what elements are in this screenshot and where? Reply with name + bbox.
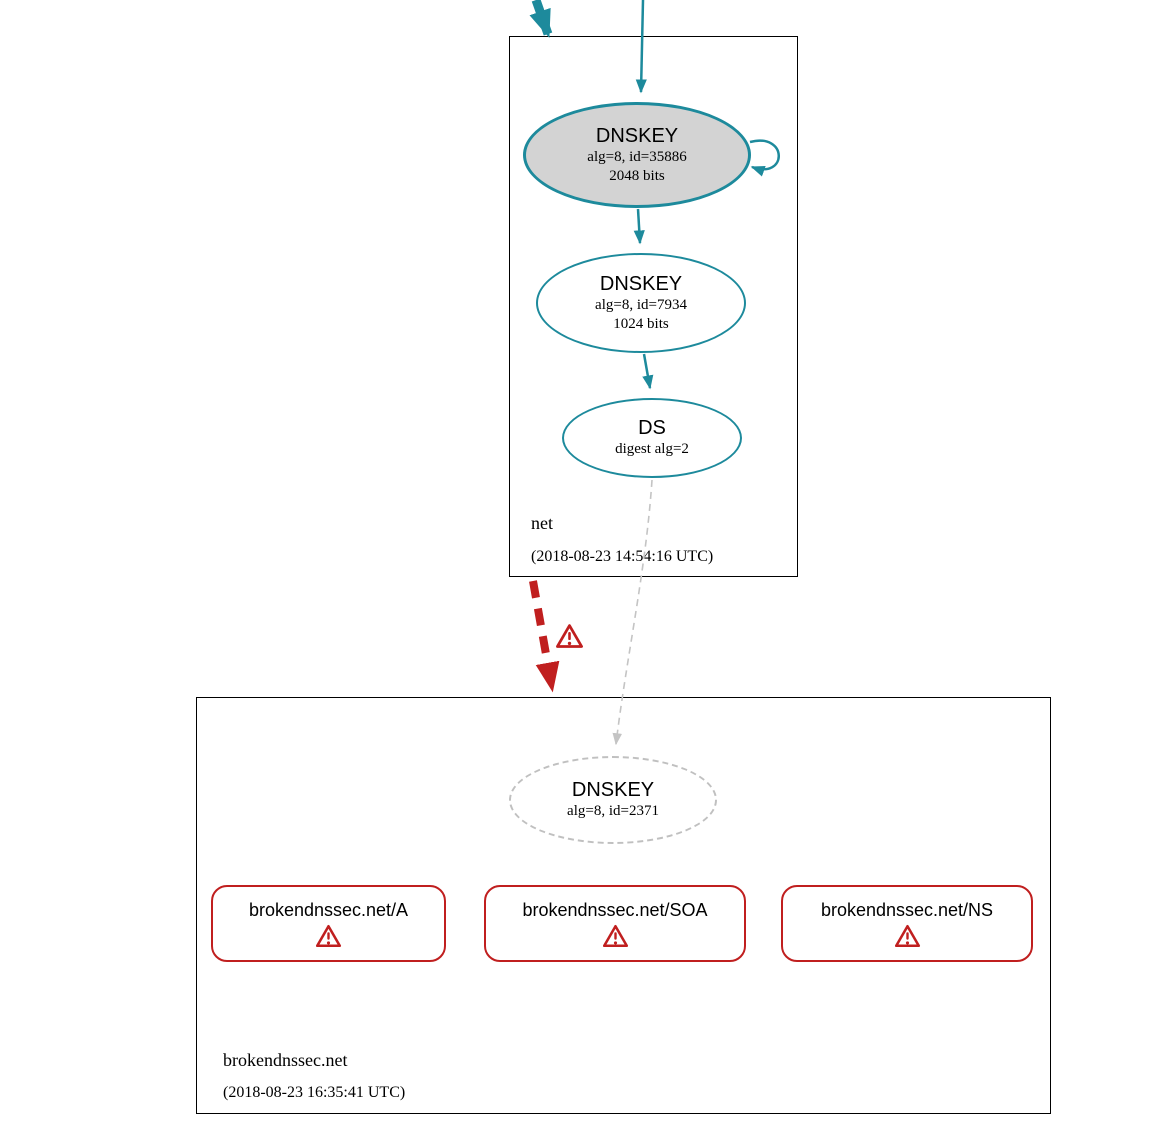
- rrset-label: brokendnssec.net/NS: [820, 899, 994, 920]
- node-title: DNSKEY: [599, 272, 683, 295]
- edge-parent-to-zone: [529, 0, 553, 38]
- rrset-a[interactable]: brokendnssec.net/A: [211, 885, 446, 962]
- rrset-ns[interactable]: brokendnssec.net/NS: [781, 885, 1033, 962]
- node-title: DNSKEY: [595, 124, 679, 147]
- zone-name: brokendnssec.net: [223, 1050, 348, 1070]
- node-dnskey-ksk[interactable]: DNSKEY alg=8, id=35886 2048 bits: [523, 102, 751, 208]
- node-detail: alg=8, id=2371: [567, 803, 659, 820]
- node-detail: 1024 bits: [613, 315, 669, 332]
- node-ds[interactable]: DS digest alg=2: [562, 398, 742, 478]
- node-title: DS: [638, 417, 666, 440]
- zone-timestamp: (2018-08-23 14:54:16 UTC): [531, 548, 714, 565]
- node-detail: alg=8, id=35886: [587, 148, 687, 165]
- edge-bogus-delegation: [529, 580, 560, 693]
- warning-icon: [315, 924, 342, 948]
- node-dnskey-zsk[interactable]: DNSKEY alg=8, id=7934 1024 bits: [536, 253, 746, 353]
- zone-timestamp: (2018-08-23 16:35:41 UTC): [223, 1084, 406, 1101]
- warning-icon: [555, 623, 584, 649]
- node-detail: 2048 bits: [609, 167, 665, 184]
- rrset-soa[interactable]: brokendnssec.net/SOA: [484, 885, 746, 962]
- node-dnskey-broken[interactable]: DNSKEY alg=8, id=2371: [509, 756, 717, 844]
- rrset-label: brokendnssec.net/SOA: [522, 899, 708, 920]
- node-detail: alg=8, id=7934: [595, 296, 687, 313]
- zone-name: net: [531, 513, 553, 533]
- node-detail: digest alg=2: [615, 441, 689, 458]
- rrset-label: brokendnssec.net/A: [248, 899, 409, 920]
- warning-icon: [894, 924, 921, 948]
- warning-icon: [602, 924, 629, 948]
- node-title: DNSKEY: [571, 779, 655, 802]
